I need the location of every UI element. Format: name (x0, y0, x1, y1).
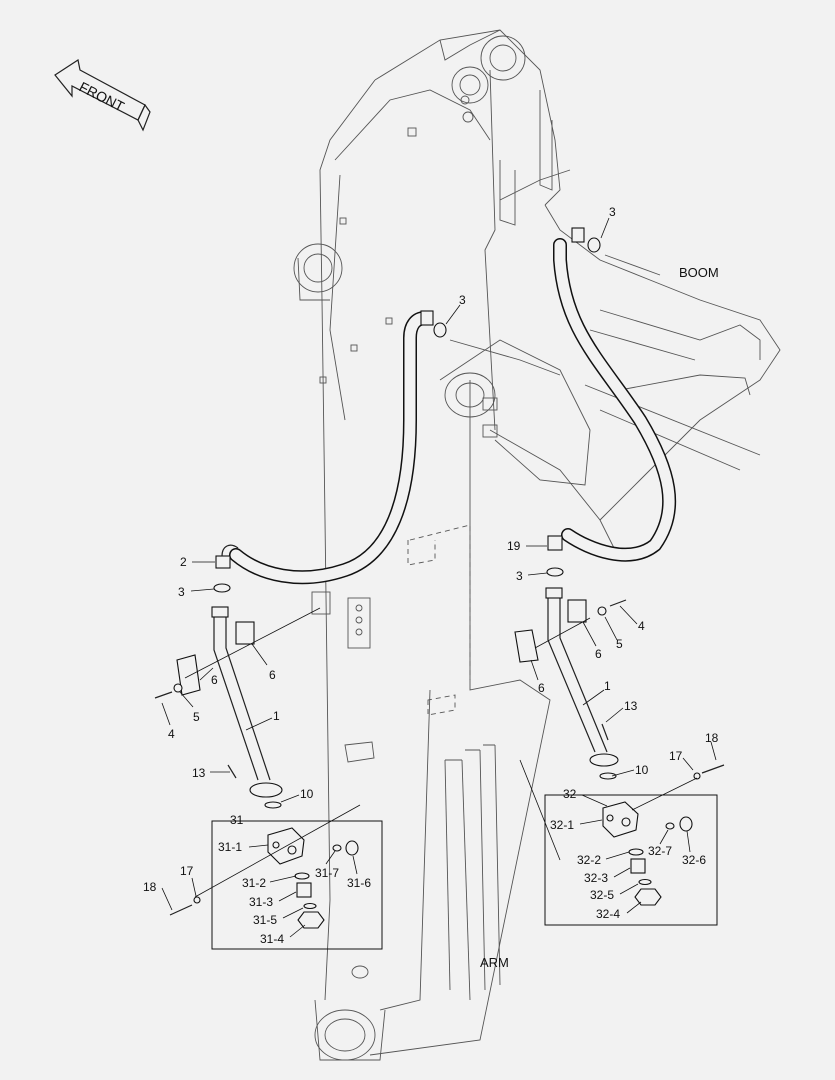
callout-32-7: 32-7 (648, 844, 672, 858)
plug-31-6 (345, 840, 359, 856)
callout-4-left: 4 (168, 727, 175, 741)
callout-3-left: 3 (178, 585, 185, 599)
callout-3-upper-right: 3 (609, 205, 616, 219)
callout-31-2: 31-2 (242, 876, 266, 890)
callout-32: 32 (563, 787, 577, 801)
block-32-1 (602, 801, 639, 838)
arm-label: ARM (480, 955, 509, 970)
adapter-31-3 (296, 882, 312, 898)
callout-31-4: 31-4 (260, 932, 284, 946)
nut-32-4 (634, 888, 662, 906)
callout-5-right: 5 (616, 637, 623, 651)
o-ring-32-7 (665, 822, 675, 830)
o-ring-10-right (599, 772, 617, 780)
callout-6-right-b: 6 (538, 681, 545, 695)
callout-31-7: 31-7 (315, 866, 339, 880)
callout-19: 19 (507, 539, 521, 553)
o-ring-3-right (546, 567, 564, 577)
washer-17-right (693, 772, 701, 780)
bolt-18-left (169, 904, 193, 916)
plug-32-6 (679, 816, 693, 832)
callout-18-right: 18 (705, 731, 719, 745)
callout-6-right-a: 6 (595, 647, 602, 661)
bolt-13-right (601, 723, 609, 741)
nut-31-4 (297, 911, 325, 929)
right-hose (546, 227, 677, 577)
callout-5-left: 5 (193, 710, 200, 724)
pipe-1-right-top (545, 587, 563, 599)
washer-17-left (193, 896, 201, 904)
callout-3-right: 3 (516, 569, 523, 583)
clamp-6-right-a (567, 599, 587, 623)
detail-box-32 (519, 759, 718, 926)
callout-31-6: 31-6 (347, 876, 371, 890)
callout-3-upper-left: 3 (459, 293, 466, 307)
leader-lines (161, 217, 717, 938)
callout-31-1: 31-1 (218, 840, 242, 854)
hose-fitting-2 (215, 555, 231, 569)
o-ring-31-7 (332, 844, 342, 852)
callout-31-5: 31-5 (253, 913, 277, 927)
clamp-6-right-b (514, 629, 539, 663)
callout-18-left: 18 (143, 880, 157, 894)
o-ring-31-5 (303, 902, 317, 910)
callout-1-right: 1 (604, 679, 611, 693)
callout-17-right: 17 (669, 749, 683, 763)
left-pipe-assembly (154, 606, 321, 809)
callout-labels: 3 3 2 3 19 3 6 6 5 4 1 13 10 6 6 5 4 1 1… (143, 205, 719, 970)
left-hose (213, 310, 561, 593)
washer-5-right (597, 606, 607, 616)
adapter-32-3 (630, 858, 646, 874)
o-ring-10-left (264, 801, 282, 809)
o-ring-3-upper-left (433, 322, 447, 338)
right-pipe-assembly (514, 587, 725, 780)
callout-10-right: 10 (635, 763, 649, 777)
callout-10-left: 10 (300, 787, 314, 801)
bolt-4-right (609, 599, 627, 607)
pipe-1-right-flange (589, 753, 619, 767)
front-direction-arrow: FRONT (54, 59, 151, 132)
callout-13-right: 13 (624, 699, 638, 713)
clamp-6-left-a (235, 621, 255, 645)
o-ring-32-2 (628, 848, 644, 856)
callout-32-3: 32-3 (584, 871, 608, 885)
callout-31-3: 31-3 (249, 895, 273, 909)
o-ring-32-5 (638, 878, 652, 886)
bolt-13-left (227, 764, 237, 779)
detail-box-31 (169, 804, 383, 950)
hose-fitting-upper-left (420, 310, 434, 326)
arm-outline (311, 339, 621, 1061)
callout-1-left: 1 (273, 709, 280, 723)
callout-17-left: 17 (180, 864, 194, 878)
bolt-18-right (701, 764, 725, 774)
callout-31: 31 (230, 813, 244, 827)
o-ring-31-2 (294, 872, 310, 880)
pipe-1-left-flange (249, 782, 283, 798)
callout-2: 2 (180, 555, 187, 569)
callout-6-left-a: 6 (269, 668, 276, 682)
boom-outline (293, 29, 781, 1001)
hose-fitting-19 (547, 535, 563, 551)
callout-32-4: 32-4 (596, 907, 620, 921)
callout-13-left: 13 (192, 766, 206, 780)
callout-32-1: 32-1 (550, 818, 574, 832)
hose-fitting-upper-right (571, 227, 585, 243)
boom-label: BOOM (679, 265, 719, 280)
pipe-1-left-top (211, 606, 229, 618)
callout-6-left-b: 6 (211, 673, 218, 687)
callout-32-6: 32-6 (682, 853, 706, 867)
washer-5-left (173, 683, 183, 693)
callout-4-right: 4 (638, 619, 645, 633)
front-label: FRONT (77, 78, 128, 114)
bolt-4-left (154, 691, 173, 699)
callout-32-2: 32-2 (577, 853, 601, 867)
callout-32-5: 32-5 (590, 888, 614, 902)
o-ring-3-left (213, 583, 231, 593)
o-ring-3-upper-right (587, 237, 601, 253)
clamp-6-left-b (176, 654, 201, 696)
